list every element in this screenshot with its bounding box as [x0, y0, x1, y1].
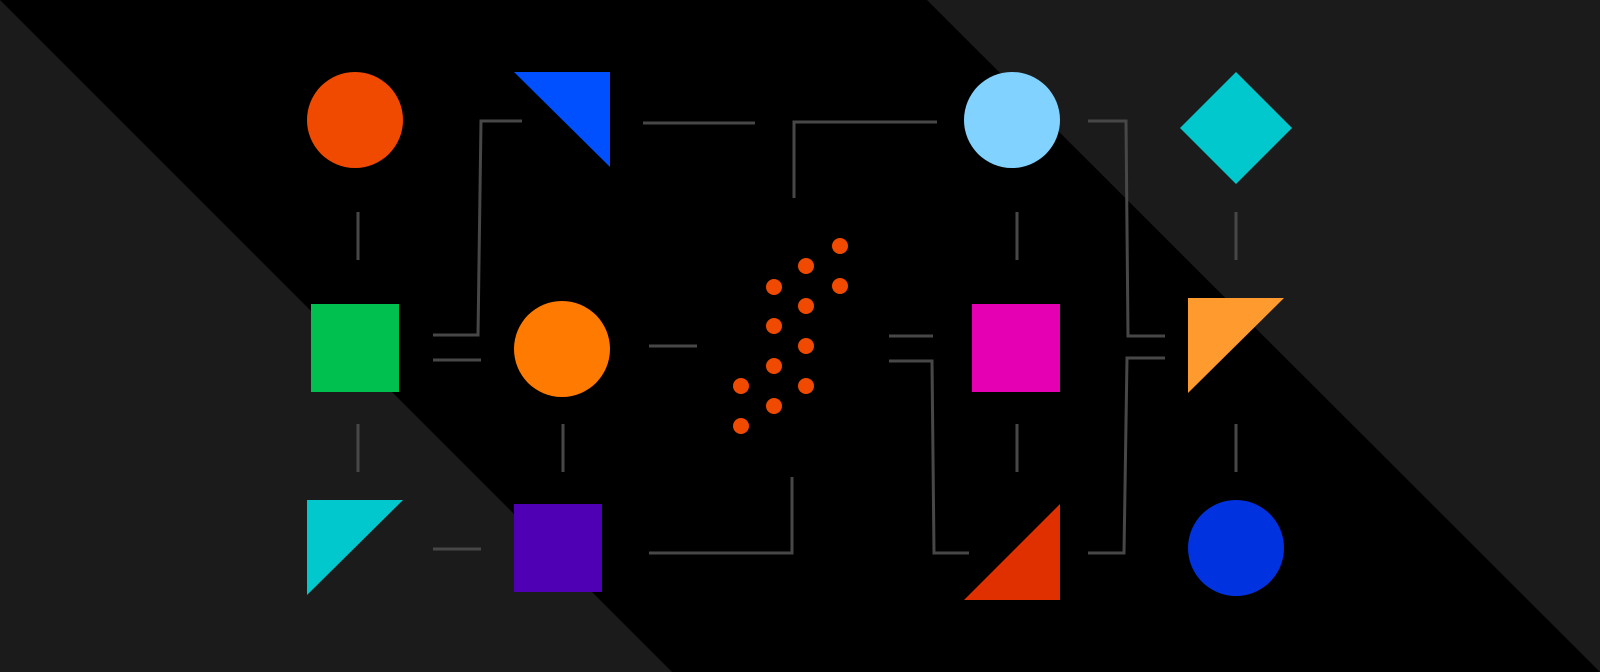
connector: [889, 359, 969, 555]
connector: [433, 119, 522, 337]
dot: [798, 298, 814, 314]
dot: [798, 258, 814, 274]
square-node: [311, 304, 399, 392]
circle-node: [1188, 500, 1284, 596]
dot: [766, 398, 782, 414]
circle-node: [307, 72, 403, 168]
triangle-node: [514, 72, 610, 167]
nodes: [307, 72, 1292, 600]
dot: [798, 378, 814, 394]
dot: [832, 278, 848, 294]
connector: [1088, 119, 1165, 338]
triangle-node: [1188, 298, 1284, 393]
square-node: [514, 504, 602, 592]
dot: [766, 358, 782, 374]
circle-node: [514, 301, 610, 397]
triangle-node: [307, 500, 403, 595]
circle-node: [964, 72, 1060, 168]
dot: [832, 238, 848, 254]
dot: [733, 378, 749, 394]
connector: [792, 120, 937, 198]
diamond-node: [1180, 72, 1292, 184]
connector: [1088, 356, 1165, 555]
dot-cluster: [733, 238, 848, 434]
dot: [766, 318, 782, 334]
background-panel-right: [927, 0, 1600, 672]
square-node: [972, 304, 1060, 392]
triangle-node: [964, 504, 1060, 600]
dot: [766, 279, 782, 295]
connector: [649, 477, 794, 555]
connectors: [356, 119, 1238, 555]
dot: [733, 418, 749, 434]
dot: [798, 338, 814, 354]
